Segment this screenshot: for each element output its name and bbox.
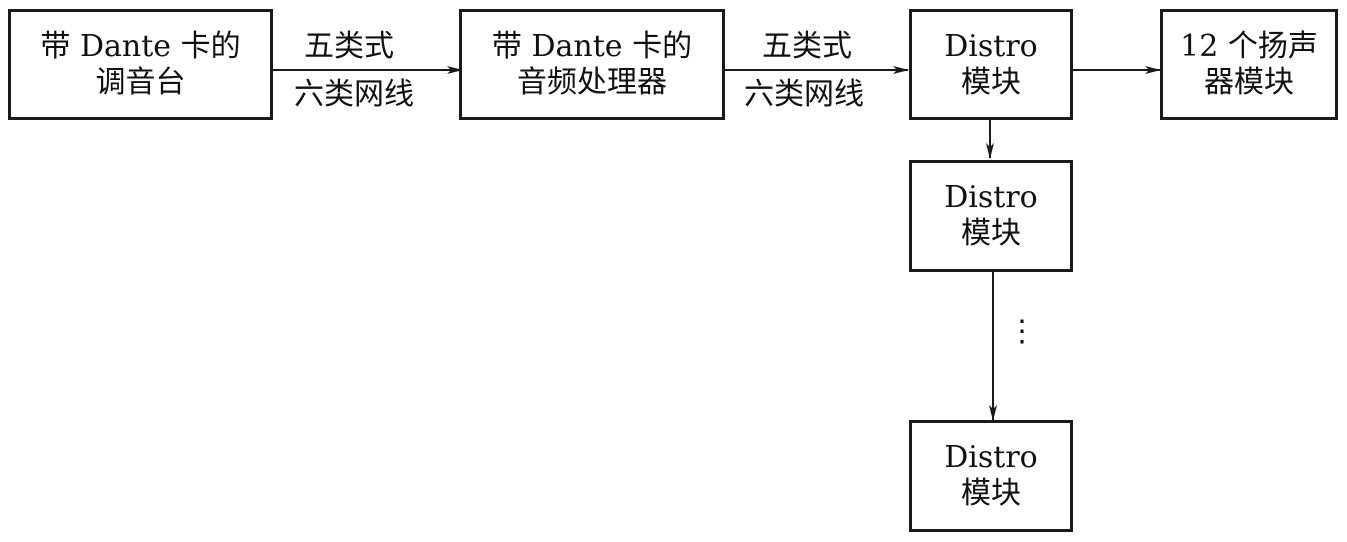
node-distro-module-1: Distro 模块	[909, 9, 1073, 120]
node-label: 器模块	[1204, 64, 1294, 100]
node-label: 12 个扬声	[1180, 28, 1318, 64]
node-distro-module-3: Distro 模块	[909, 420, 1073, 532]
node-label: Distro	[944, 28, 1038, 64]
node-mixing-console: 带 Dante 卡的 调音台	[8, 9, 273, 120]
node-label: 带 Dante 卡的	[40, 28, 241, 64]
node-label: 音频处理器	[517, 64, 667, 100]
node-audio-processor: 带 Dante 卡的 音频处理器	[459, 9, 725, 120]
edge-label-top: 五类式	[304, 29, 394, 64]
node-speaker-modules: 12 个扬声 器模块	[1160, 9, 1338, 120]
continuation-ellipsis: ⋮	[1007, 314, 1037, 349]
node-label: 模块	[961, 216, 1021, 251]
node-label: 带 Dante 卡的	[491, 28, 693, 64]
node-label: 模块	[961, 476, 1021, 511]
node-label: Distro	[944, 440, 1038, 475]
node-label: 调音台	[95, 64, 186, 100]
node-label: Distro	[944, 180, 1038, 215]
node-distro-module-2: Distro 模块	[909, 160, 1073, 272]
edge-label-top: 五类式	[762, 29, 852, 64]
edge-label-bottom: 六类网线	[294, 77, 414, 112]
node-label: 模块	[961, 64, 1021, 100]
edge-label-bottom: 六类网线	[744, 77, 864, 112]
